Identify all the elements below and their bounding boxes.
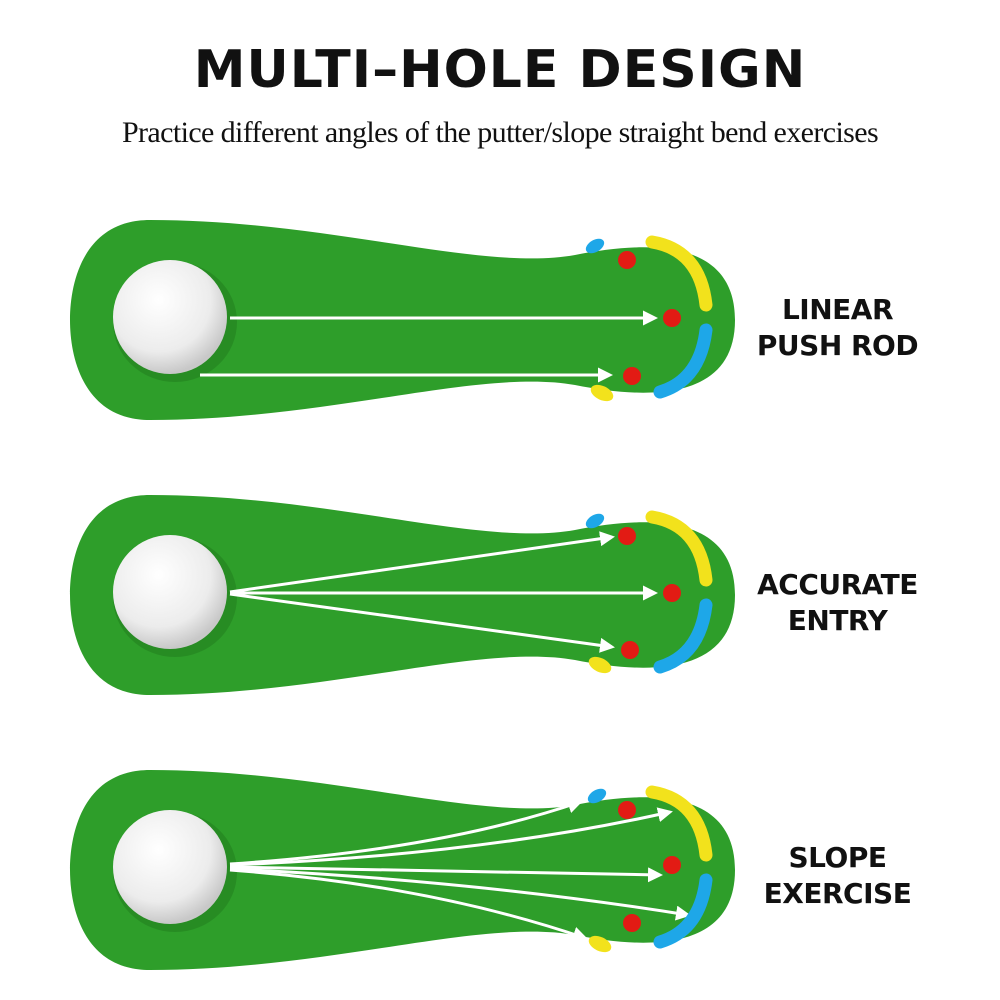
golf-ball bbox=[113, 260, 227, 374]
yellow-bumper bbox=[645, 785, 713, 862]
yellow-marker bbox=[588, 656, 612, 674]
blue-bumper bbox=[653, 873, 713, 949]
trajectory-arrow bbox=[229, 867, 691, 921]
target-hole bbox=[623, 914, 641, 932]
target-hole bbox=[621, 641, 639, 659]
target-hole bbox=[618, 251, 636, 269]
trajectory-arrow bbox=[229, 807, 673, 867]
target-hole bbox=[663, 584, 681, 602]
blue-bumper bbox=[653, 323, 713, 399]
target-hole bbox=[663, 309, 681, 327]
panel-accurate-entry: ACCURATE ENTRY bbox=[0, 485, 1000, 715]
trajectory-arrow bbox=[229, 865, 663, 883]
yellow-marker bbox=[588, 935, 612, 953]
blue-marker bbox=[585, 513, 605, 529]
golf-ball bbox=[113, 810, 227, 924]
trajectory-arrow bbox=[229, 592, 615, 653]
blue-marker bbox=[585, 238, 605, 254]
target-hole bbox=[623, 367, 641, 385]
putting-mat bbox=[70, 220, 735, 420]
golf-ball bbox=[113, 535, 227, 649]
trajectory-arrow bbox=[229, 798, 583, 866]
putting-mat-illustration bbox=[70, 770, 735, 970]
panel-caption: SLOPE EXERCISE bbox=[763, 841, 912, 910]
page-title: MULTI–HOLE DESIGN bbox=[193, 40, 807, 100]
target-hole bbox=[618, 527, 636, 545]
putting-mat bbox=[70, 495, 735, 695]
blue-bumper bbox=[653, 598, 713, 674]
panel-slope-exercise: SLOPE EXERCISE bbox=[0, 760, 1000, 990]
panel-caption: LINEAR PUSH ROD bbox=[756, 293, 919, 362]
trajectory-arrow bbox=[229, 868, 588, 942]
blue-marker bbox=[587, 788, 607, 804]
panel-linear-push-rod: LINEAR PUSH ROD bbox=[0, 210, 1000, 440]
target-hole bbox=[618, 801, 636, 819]
page-subtitle: Practice different angles of the putter/… bbox=[121, 116, 879, 149]
target-hole bbox=[663, 856, 681, 874]
yellow-marker bbox=[590, 384, 614, 402]
yellow-bumper bbox=[645, 235, 713, 312]
yellow-bumper bbox=[645, 510, 713, 587]
putting-mat-illustration bbox=[70, 495, 735, 695]
panel-caption: ACCURATE ENTRY bbox=[757, 568, 918, 637]
putting-mat-illustration bbox=[70, 220, 735, 420]
trajectory-arrow bbox=[229, 531, 615, 594]
